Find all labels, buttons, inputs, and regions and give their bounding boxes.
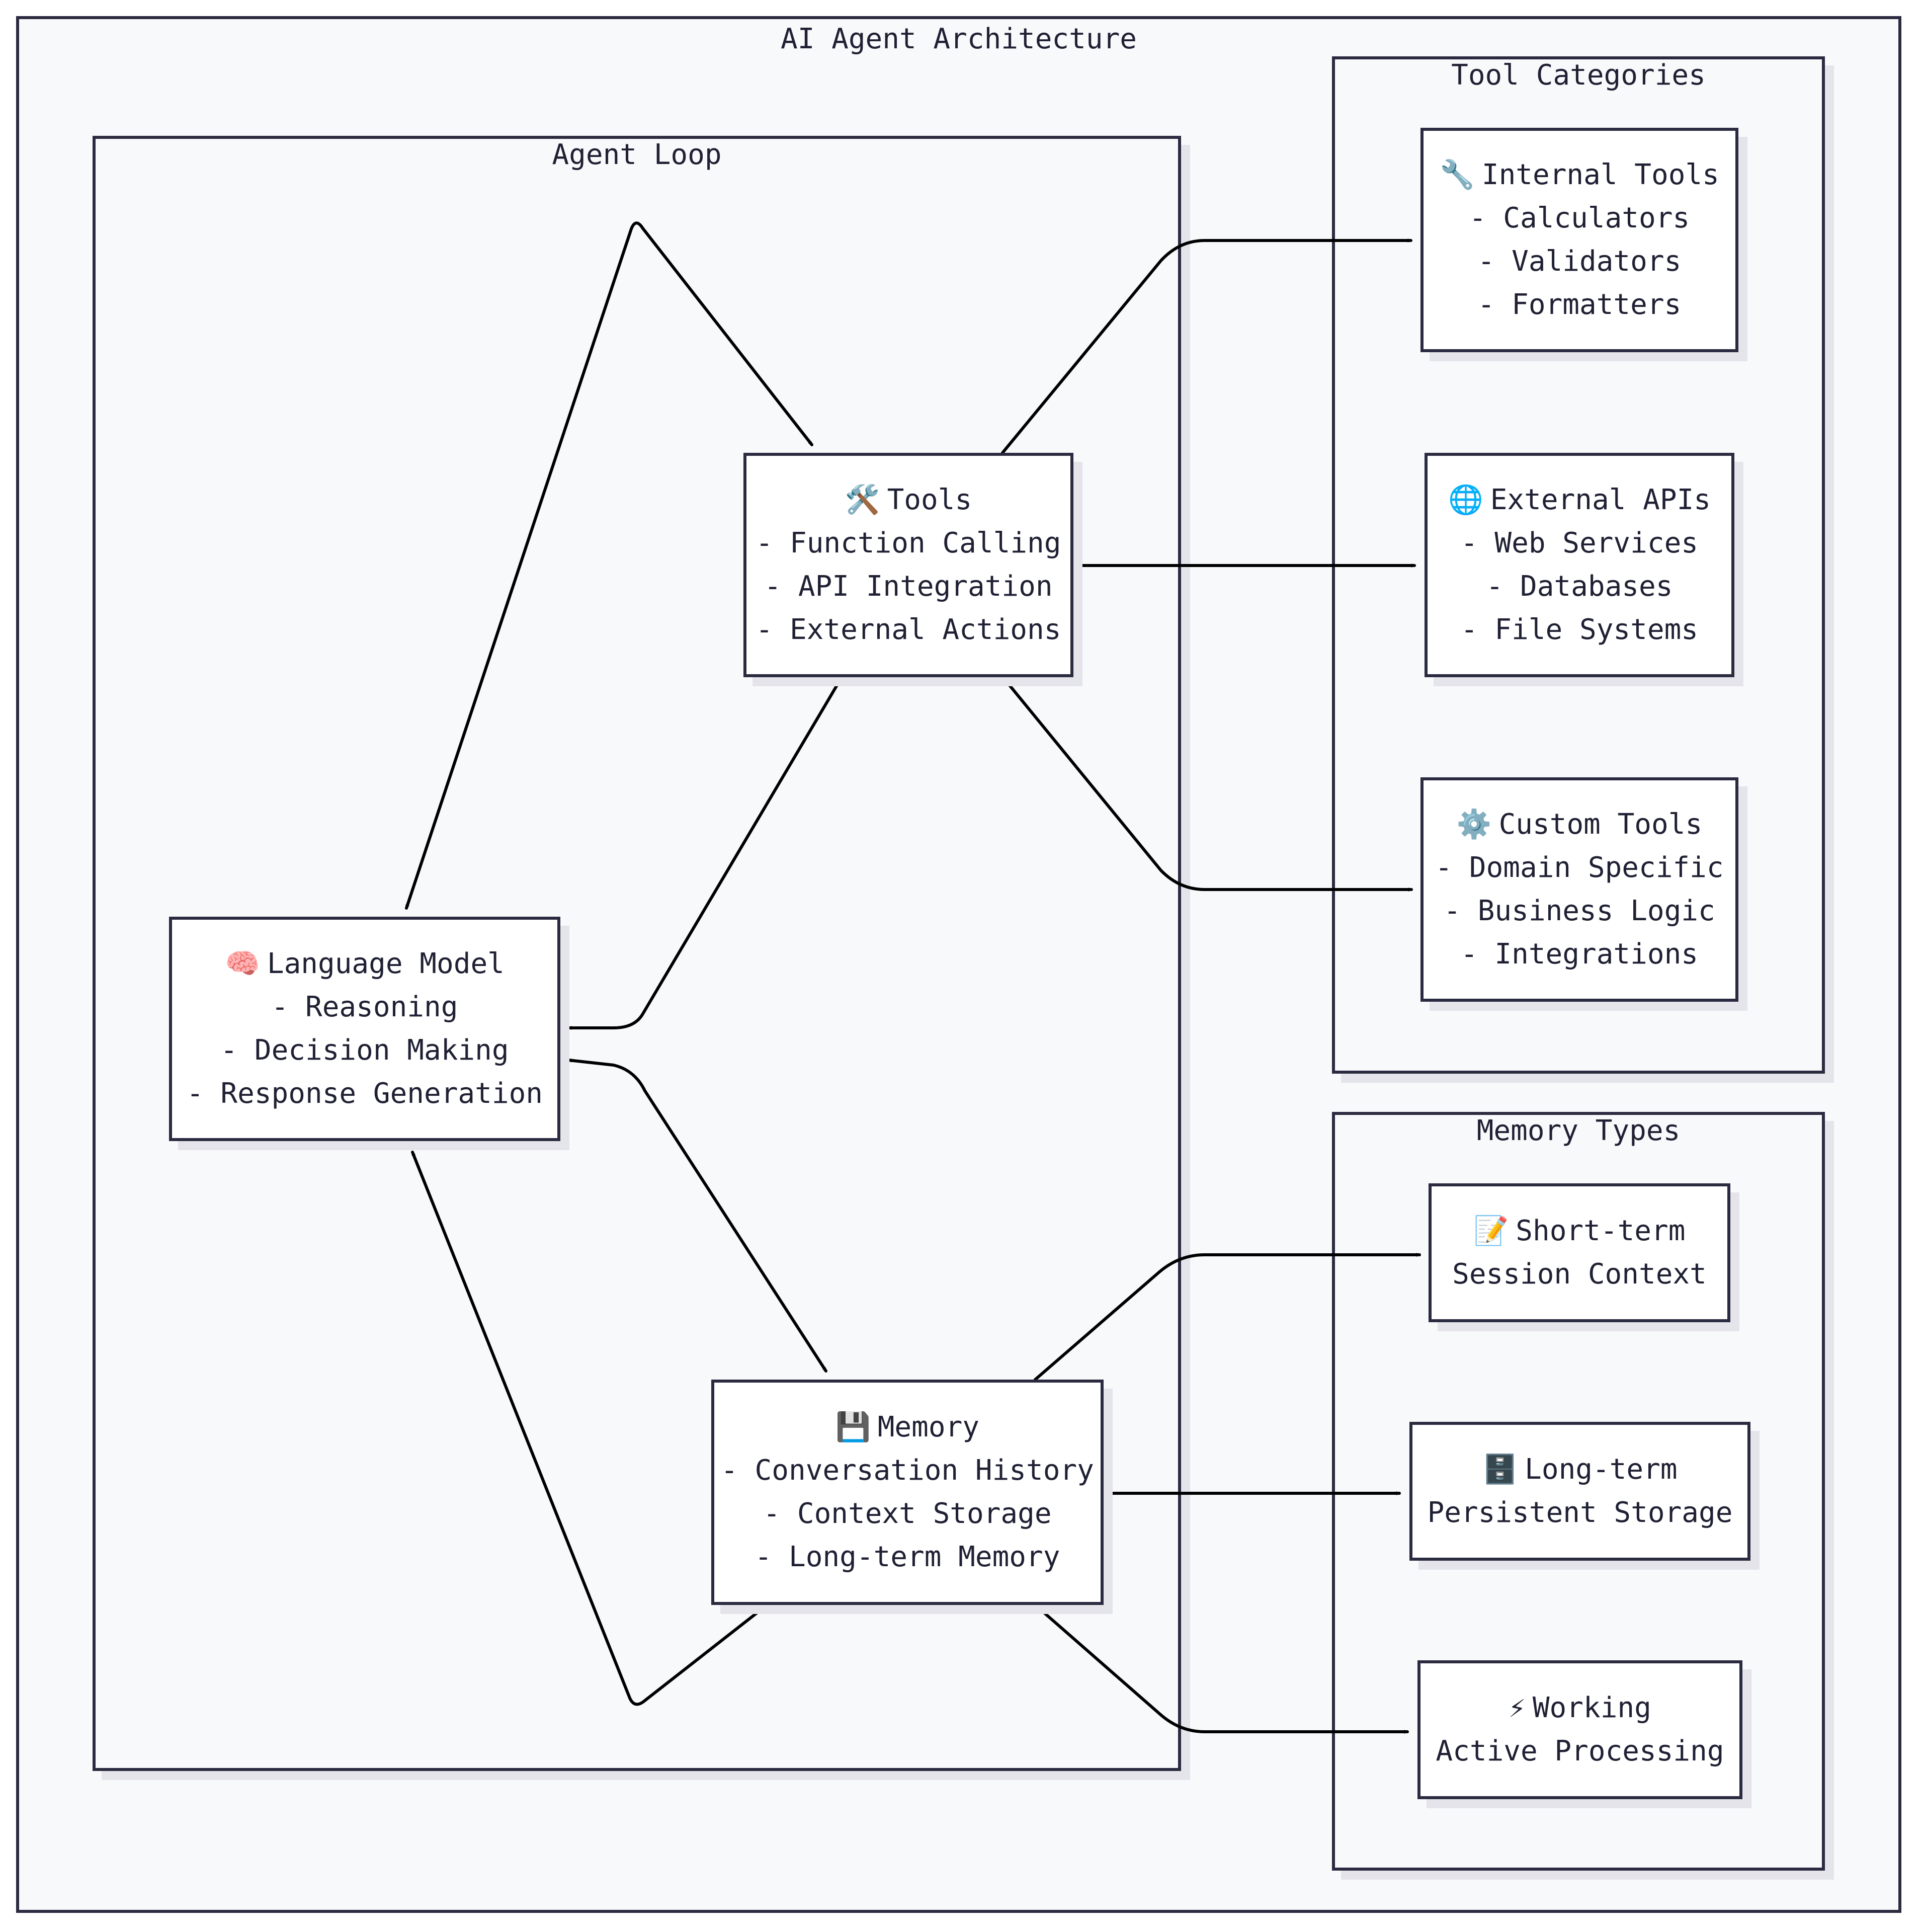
globe-icon: 🌐 [1448,484,1483,516]
external-apis-node[interactable]: 🌐External APIs - Web Services - Database… [1425,453,1734,677]
working-title: ⚡Working [1509,1686,1651,1730]
working-node[interactable]: ⚡Working Active Processing [1417,1660,1742,1799]
wrench-icon: 🔧 [1440,158,1475,191]
external-apis-line: - Databases [1486,570,1673,603]
memo-icon: 📝 [1473,1215,1509,1247]
hammer-wrench-icon: 🛠️ [845,484,880,516]
language-model-line: - Response Generation [186,1077,543,1110]
custom-tools-title: ⚙️Custom Tools [1457,803,1702,846]
tools-line: - Function Calling [756,527,1061,559]
short-term-title: 📝Short-term [1474,1210,1686,1253]
custom-tools-line: - Domain Specific [1435,851,1724,884]
internal-tools-line: - Calculators [1469,202,1690,234]
language-model-title: 🧠Language Model [225,942,505,986]
edge-tools-to-internal-tools [1001,238,1412,454]
internal-tools-line: - Validators [1477,245,1682,278]
brain-icon: 🧠 [225,947,260,980]
floppy-disk-icon: 💾 [835,1411,871,1443]
edge-memory-to-working [1034,1603,1409,1734]
language-model-line: - Reasoning [271,991,458,1023]
short-term-line: Session Context [1452,1258,1707,1291]
tools-line: - API Integration [764,570,1053,603]
edge-memory-to-short-term [1034,1253,1421,1381]
custom-tools-line: - Integrations [1460,938,1698,971]
long-term-node[interactable]: 🗄️Long-term Persistent Storage [1409,1422,1750,1561]
file-cabinet-icon: 🗄️ [1482,1453,1518,1486]
memory-line: - Context Storage [763,1497,1052,1530]
tools-line: - External Actions [756,613,1061,646]
memory-line: - Conversation History [721,1454,1094,1487]
language-model-node[interactable]: 🧠Language Model - Reasoning - Decision M… [169,917,560,1141]
short-term-node[interactable]: 📝Short-term Session Context [1429,1183,1730,1322]
internal-tools-title: 🔧Internal Tools [1440,153,1719,197]
tools-title: 🛠️Tools [845,478,972,522]
external-apis-title: 🌐External APIs [1448,478,1711,522]
tools-node[interactable]: 🛠️Tools - Function Calling - API Integra… [743,453,1073,677]
custom-tools-node[interactable]: ⚙️Custom Tools - Domain Specific - Busin… [1420,777,1738,1002]
internal-tools-line: - Formatters [1477,288,1682,321]
lightning-icon: ⚡ [1509,1692,1526,1724]
working-line: Active Processing [1436,1735,1724,1767]
memory-line: - Long-term Memory [755,1541,1060,1573]
edge-tools-to-custom-tools [1001,675,1413,892]
edge-lm-to-tools [405,221,813,910]
memory-node[interactable]: 💾Memory - Conversation History - Context… [711,1380,1104,1605]
memory-types-title: Memory Types [1476,1114,1681,1147]
agent-loop-title: Agent Loop [552,138,722,171]
edge-memory-to-lm [411,1151,769,1706]
long-term-line: Persistent Storage [1427,1496,1733,1529]
gear-icon: ⚙️ [1456,808,1492,841]
tool-categories-title: Tool Categories [1451,59,1706,92]
memory-title: 💾Memory [835,1406,979,1449]
edge-tools-to-lm [567,675,844,1030]
custom-tools-line: - Business Logic [1444,895,1715,927]
diagram-title: AI Agent Architecture [780,23,1137,55]
external-apis-line: - File Systems [1460,613,1698,646]
edge-lm-memory [567,1058,827,1373]
external-apis-line: - Web Services [1460,527,1698,559]
long-term-title: 🗄️Long-term [1482,1448,1677,1491]
language-model-line: - Decision Making [220,1034,509,1067]
internal-tools-node[interactable]: 🔧Internal Tools - Calculators - Validato… [1420,128,1738,352]
